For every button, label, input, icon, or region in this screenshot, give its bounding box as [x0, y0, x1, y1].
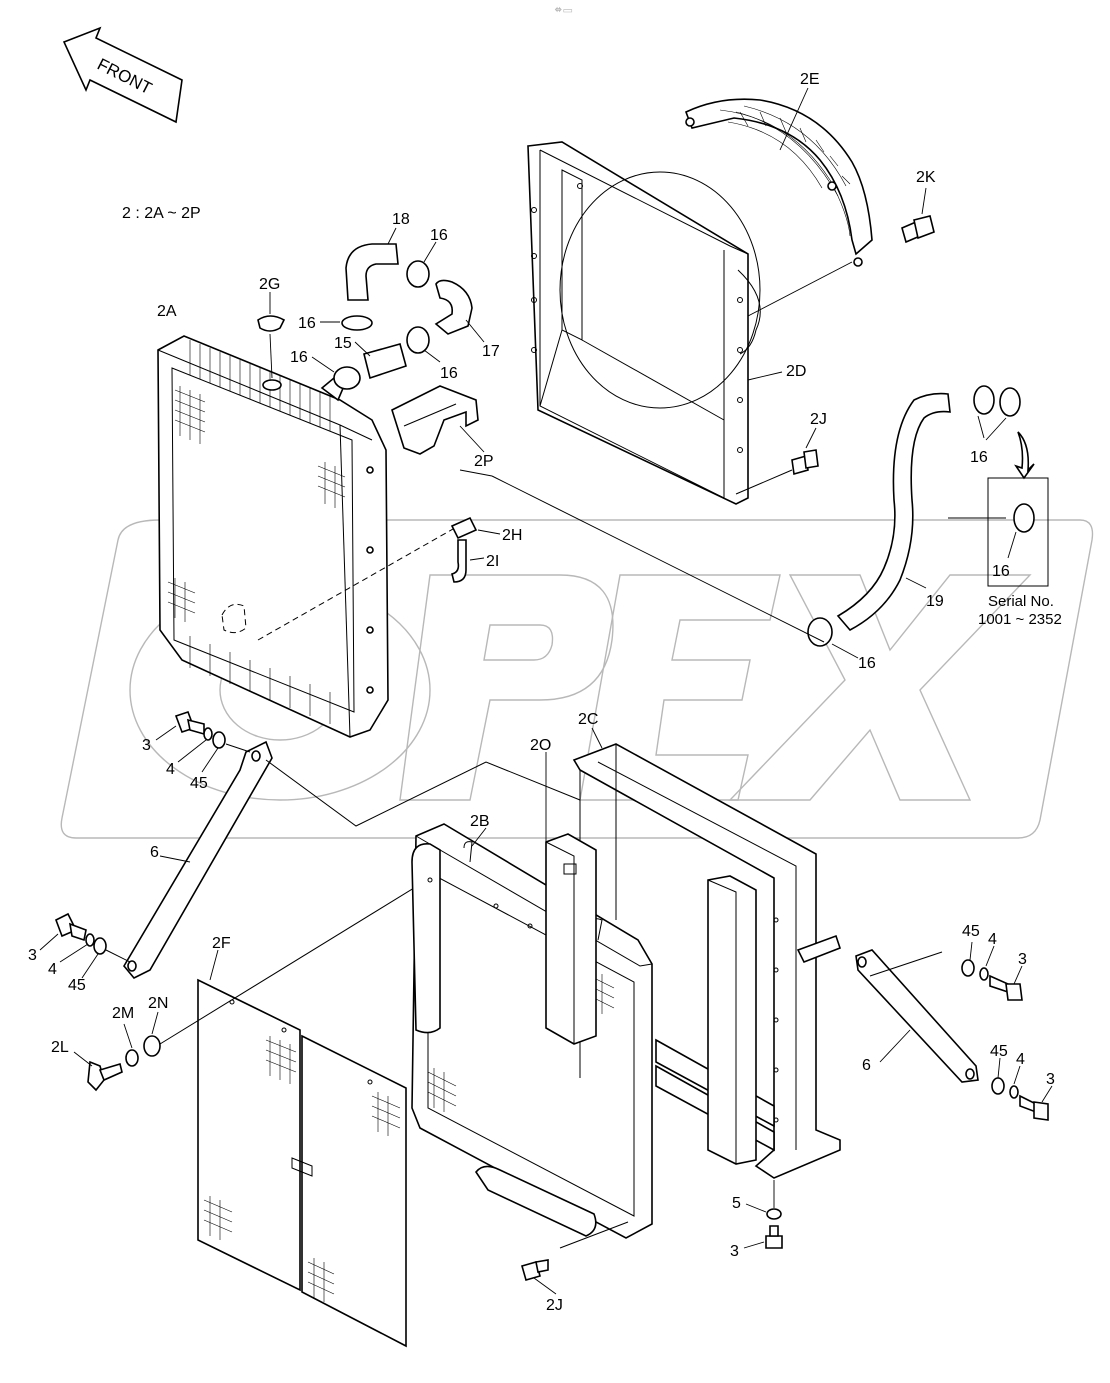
screen-door-2f	[197, 949, 407, 1348]
label-16-e: 16	[970, 449, 988, 466]
label-16-b: 16	[430, 227, 448, 244]
label-4-left-bot: 4	[48, 961, 57, 978]
label-2p: 2P	[474, 453, 494, 470]
label-19: 19	[926, 593, 944, 610]
label-2m: 2M	[112, 1005, 134, 1022]
hardware-3-4-45-left-top	[155, 710, 251, 773]
upper-hoses	[311, 227, 485, 390]
front-arrow: FRONT	[62, 26, 183, 124]
label-2l: 2L	[51, 1039, 69, 1056]
label-4-right-bot: 4	[1016, 1051, 1025, 1068]
watermark-logo: ⬄ ▬	[60, 5, 1094, 839]
label-3-right-bot: 3	[1046, 1071, 1055, 1088]
label-3-left-top: 3	[142, 737, 151, 754]
label-2i: 2I	[486, 553, 499, 570]
hardware-5-3-bottom	[743, 1203, 783, 1249]
label-15: 15	[334, 335, 352, 352]
hardware-45-4-3-right-top	[961, 941, 1023, 1001]
group-note: 2 : 2A ~ 2P	[122, 205, 201, 222]
label-2f: 2F	[212, 935, 231, 952]
label-4-right-top: 4	[988, 931, 997, 948]
guide-line-stay	[265, 759, 581, 827]
radiator-cap-2g	[257, 292, 286, 379]
bracket-2o	[545, 752, 597, 1045]
stay-6-left	[123, 740, 273, 979]
bolt-2j-lower	[521, 1259, 557, 1295]
stay-6-right	[855, 949, 979, 1083]
serial-box-range: 1001 ~ 2352	[978, 611, 1062, 628]
label-45-left-top: 45	[190, 775, 208, 792]
label-2a: 2A	[157, 303, 177, 320]
label-2d: 2D	[786, 363, 806, 380]
label-3-right-top: 3	[1018, 951, 1027, 968]
label-2c: 2C	[578, 711, 598, 728]
label-2g: 2G	[259, 276, 280, 293]
guide-line	[459, 469, 493, 477]
label-2j-bottom: 2J	[546, 1297, 563, 1314]
label-5: 5	[732, 1195, 741, 1212]
label-2b: 2B	[470, 813, 490, 830]
radiator-2a	[157, 335, 461, 738]
serial-box-part-label: 16	[992, 563, 1010, 580]
label-45-right-bot: 45	[990, 1043, 1008, 1060]
label-4-left-top: 4	[166, 761, 175, 778]
hardware-45-4-3-right-bot	[991, 1057, 1053, 1121]
label-18: 18	[392, 211, 410, 228]
label-16-f: 16	[858, 655, 876, 672]
label-6-right: 6	[862, 1057, 871, 1074]
hardware-2l-2m-2n	[73, 871, 441, 1092]
label-2h: 2H	[502, 527, 522, 544]
label-2k: 2K	[916, 169, 936, 186]
lower-hose-19	[491, 385, 1035, 659]
hardware-3-4-45-left-bot	[39, 912, 131, 979]
label-3-bottom: 3	[730, 1243, 739, 1260]
label-6-left: 6	[150, 844, 159, 861]
label-3-left-bot: 3	[28, 947, 37, 964]
svg-text:⬄ ▬: ⬄ ▬	[555, 5, 572, 14]
label-45-left-bot: 45	[68, 977, 86, 994]
bolt-2j-upper	[735, 427, 819, 495]
frame-2c	[572, 727, 841, 1208]
label-16-a: 16	[298, 315, 316, 332]
fan-guard-2e	[684, 87, 873, 317]
label-2e: 2E	[800, 71, 820, 88]
serial-note-box	[987, 477, 1049, 587]
part-labels: 2A 2B 2C 2D 2E 2F 2G 2H 2I 2J 2J 2K 2L 2…	[28, 71, 1062, 1314]
label-16-c: 16	[290, 349, 308, 366]
label-2j-top: 2J	[810, 411, 827, 428]
bolt-2k	[901, 187, 935, 244]
label-2n: 2N	[148, 995, 168, 1012]
valve-2h-2i	[450, 516, 501, 583]
label-17: 17	[482, 343, 500, 360]
serial-box-title: Serial No.	[988, 593, 1054, 610]
label-16-d: 16	[440, 365, 458, 382]
fan-shroud-2d	[527, 141, 783, 505]
label-2o: 2O	[530, 737, 551, 754]
label-45-right-top: 45	[962, 923, 980, 940]
seal-2p	[391, 385, 485, 455]
